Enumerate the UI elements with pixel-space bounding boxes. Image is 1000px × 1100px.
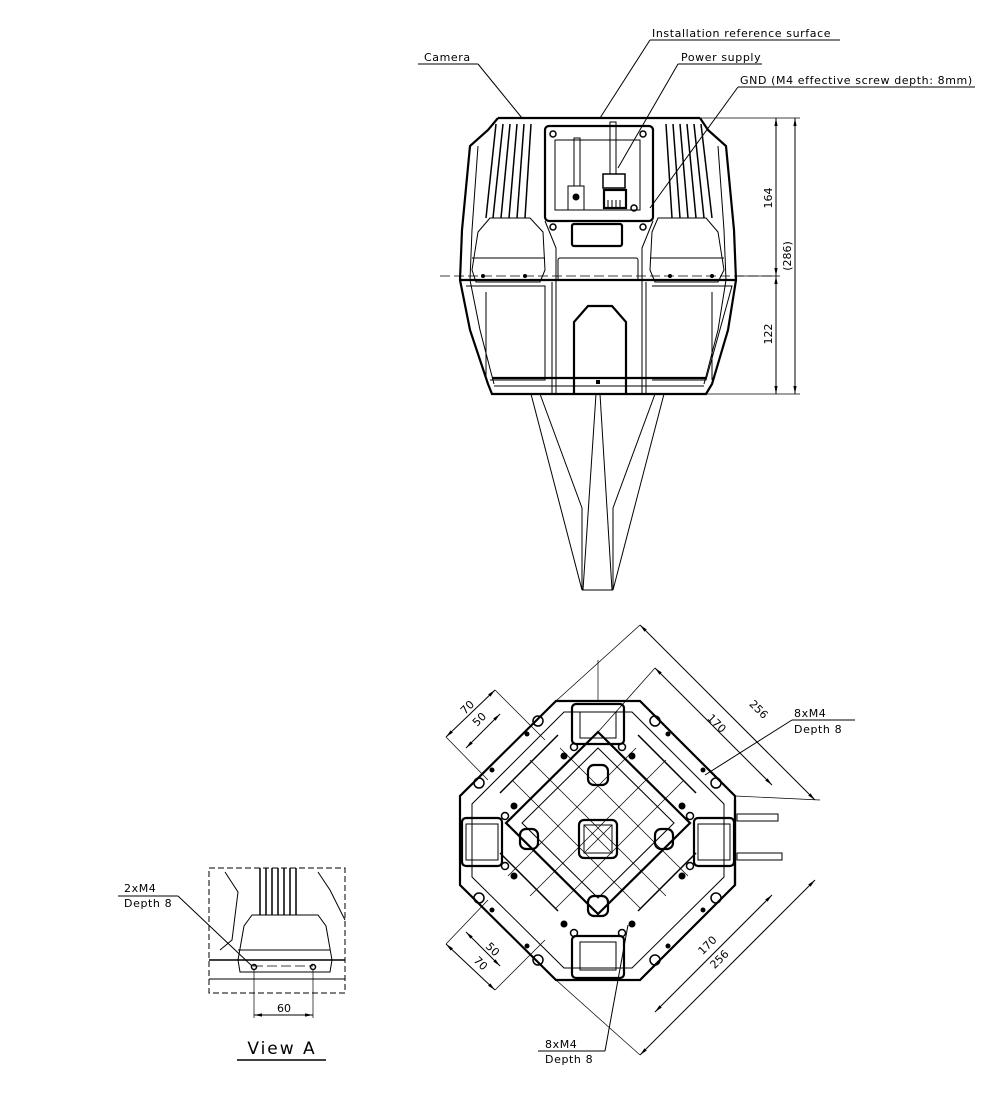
callout-2xm4: 2xM4 bbox=[124, 882, 156, 895]
callout-installation-reference-surface: Installation reference surface bbox=[652, 27, 831, 40]
callout-power-supply: Power supply bbox=[681, 51, 761, 64]
callout-camera: Camera bbox=[424, 51, 471, 64]
power-connector bbox=[602, 121, 628, 210]
callout-gnd: GND (M4 effective screw depth: 8mm) bbox=[740, 74, 973, 87]
callout-8xm4-bottom: 8xM4 bbox=[545, 1038, 577, 1051]
view-a-title: View A bbox=[247, 1039, 316, 1059]
callout-leaders bbox=[418, 39, 975, 209]
device-body-front bbox=[440, 116, 776, 396]
callout-8xm4-top: 8xM4 bbox=[794, 707, 826, 720]
dimension-256-top: 256 bbox=[746, 698, 770, 722]
callout-depth-8: Depth 8 bbox=[124, 897, 172, 910]
dimension-50-top: 50 bbox=[470, 710, 489, 729]
side-pods bbox=[460, 702, 737, 980]
dimension-50-bottom: 50 bbox=[483, 940, 502, 959]
cooling-fins-right bbox=[665, 123, 713, 219]
dimension-286-reference: (286) bbox=[781, 241, 794, 271]
dimension-122: 122 bbox=[762, 324, 775, 345]
callout-depth-bottom: Depth 8 bbox=[545, 1053, 593, 1066]
dimension-170-top: 170 bbox=[704, 712, 728, 736]
mounting-pole bbox=[530, 393, 665, 591]
dimension-60: 60 bbox=[277, 1002, 291, 1015]
access-arch bbox=[572, 304, 628, 394]
front-dimensions bbox=[700, 117, 800, 395]
view-a: 2xM4 Depth 8 60 View A bbox=[118, 867, 346, 1061]
dimension-164: 164 bbox=[762, 188, 775, 209]
callout-depth-top: Depth 8 bbox=[794, 723, 842, 736]
cable-stub-upper bbox=[736, 813, 779, 822]
bottom-dimensions bbox=[445, 624, 855, 1056]
bottom-view: 256 170 256 170 70 50 70 50 8xM4 Depth 8… bbox=[445, 624, 855, 1066]
cable-stub-lower bbox=[736, 852, 783, 861]
view-a-frame bbox=[208, 867, 346, 994]
front-view: Installation reference surface Camera Po… bbox=[418, 27, 975, 591]
center-mount bbox=[577, 818, 619, 860]
mounting-holes bbox=[473, 715, 722, 966]
view-a-detail bbox=[209, 868, 346, 980]
connector-bay bbox=[543, 124, 655, 223]
dimension-70-top: 70 bbox=[458, 698, 477, 717]
cooling-fins-left bbox=[485, 123, 532, 219]
camera-post bbox=[567, 137, 585, 211]
